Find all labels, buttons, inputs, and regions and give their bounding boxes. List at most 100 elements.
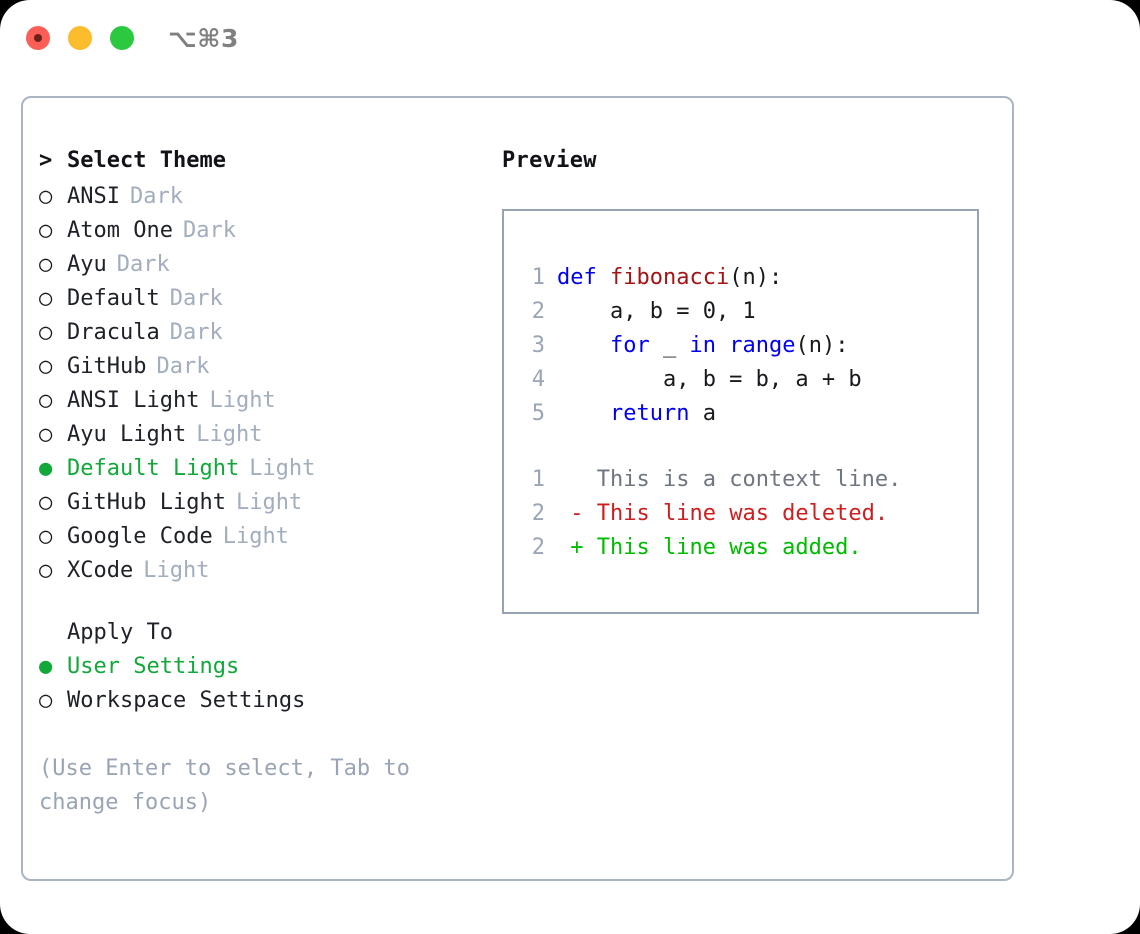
radio-unselected-icon[interactable]: ○ [39,524,53,549]
theme-option-google-code[interactable]: ○ Google Code Light [39,524,479,558]
radio-unselected-icon[interactable]: ○ [39,286,53,311]
diff-line-number: 1 [531,467,545,492]
code-line-number: 1 [531,265,545,290]
close-button[interactable] [26,26,50,50]
theme-option-label: Ayu Light [67,422,187,447]
diff-line: 1 This is a context line. [523,467,971,501]
code-line-number: 2 [531,299,545,324]
code-token: range [729,333,796,358]
theme-option-label: Google Code [67,524,213,549]
diff-sample-lines: 1 This is a context line.2 - This line w… [523,467,971,569]
theme-variant-badge: Dark [182,218,236,243]
code-line: 3 for _ in range(n): [523,333,971,367]
radio-unselected-icon[interactable]: ○ [39,558,53,583]
window-controls [26,26,134,50]
theme-variant-badge: Light [235,490,303,515]
code-token: fibonacci [609,265,730,290]
code-line-number: 5 [531,401,545,426]
radio-unselected-icon[interactable]: ○ [39,184,53,209]
prompt-caret-icon: > [39,148,53,173]
code-token: def [557,265,610,290]
radio-unselected-icon[interactable]: ○ [39,320,53,345]
radio-selected-icon[interactable]: ● [39,654,53,679]
diff-sign-icon [557,467,597,492]
theme-option-ayu-light[interactable]: ○ Ayu Light Light [39,422,479,456]
theme-option-default-light[interactable]: ● Default Light Light [39,456,479,490]
code-line: 2 a, b = 0, 1 [523,299,971,333]
diff-line-number: 2 [531,501,545,526]
theme-variant-badge: Dark [156,354,210,379]
apply-to-option-workspace-settings[interactable]: ○ Workspace Settings [39,688,479,722]
theme-option-label: Atom One [67,218,173,243]
theme-variant-badge: Dark [169,286,223,311]
theme-option-label: GitHub Light [67,490,226,515]
code-token: return [609,401,690,426]
theme-variant-badge: Light [249,456,316,481]
radio-unselected-icon[interactable]: ○ [39,422,53,447]
theme-option-label: ANSI Light [67,388,200,413]
code-token: a [689,401,716,426]
minimize-button[interactable] [68,26,92,50]
apply-to-option-label: User Settings [67,654,240,679]
theme-option-label: Dracula [67,320,160,345]
theme-option-github-light[interactable]: ○ GitHub Light Light [39,490,479,524]
diff-line-text: This is a context line. [596,467,902,492]
theme-option-label: Default Light [67,456,240,481]
code-token [557,401,610,426]
theme-option-label: Default [67,286,160,311]
apply-to-option-user-settings[interactable]: ● User Settings [39,654,479,688]
maximize-button[interactable] [110,26,134,50]
apply-to-heading: Apply To [67,620,173,645]
code-line-number: 3 [531,333,545,358]
code-token: _ [649,333,690,358]
radio-unselected-icon[interactable]: ○ [39,388,53,413]
code-token: (n): [795,333,849,358]
keyboard-hint-text: (Use Enter to select, Tab to change focu… [39,756,424,815]
code-token: a, b = 0, 1 [557,299,756,324]
diff-line-text: This line was deleted. [596,501,889,526]
theme-option-default[interactable]: ○ Default Dark [39,286,479,320]
theme-variant-badge: Light [209,388,276,413]
keyboard-shortcut-label: ⌥⌘3 [168,24,239,53]
radio-unselected-icon[interactable]: ○ [39,218,53,243]
code-line-number: 4 [531,367,545,392]
radio-unselected-icon[interactable]: ○ [39,490,53,515]
list-spacer [39,592,479,620]
code-token: (n): [729,265,783,290]
title-bar: ⌥⌘3 [0,0,1140,78]
theme-variant-badge: Light [196,422,263,447]
code-token: for [609,333,650,358]
apply-to-option-label: Workspace Settings [67,688,306,713]
diff-line-number: 2 [531,535,545,560]
radio-selected-icon[interactable]: ● [39,456,53,481]
apply-to-option-list: ● User Settings ○ Workspace Settings [39,654,479,722]
code-token: in [689,333,716,358]
select-theme-heading: > Select Theme [39,148,479,182]
code-token [716,333,729,358]
diff-line-text: This line was added. [596,535,862,560]
code-blank-line [523,435,971,467]
theme-option-ansi-light[interactable]: ○ ANSI Light Light [39,388,479,422]
radio-unselected-icon[interactable]: ○ [39,354,53,379]
code-token [557,333,610,358]
theme-variant-badge: Light [222,524,289,549]
diff-sign-icon: + [557,535,597,560]
radio-unselected-icon[interactable]: ○ [39,688,53,713]
page-title: Select Theme [67,148,226,173]
radio-unselected-icon[interactable]: ○ [39,252,53,277]
code-line: 1 def fibonacci(n): [523,265,971,299]
theme-option-atom-one[interactable]: ○ Atom One Dark [39,218,479,252]
diff-sign-icon: - [557,501,597,526]
